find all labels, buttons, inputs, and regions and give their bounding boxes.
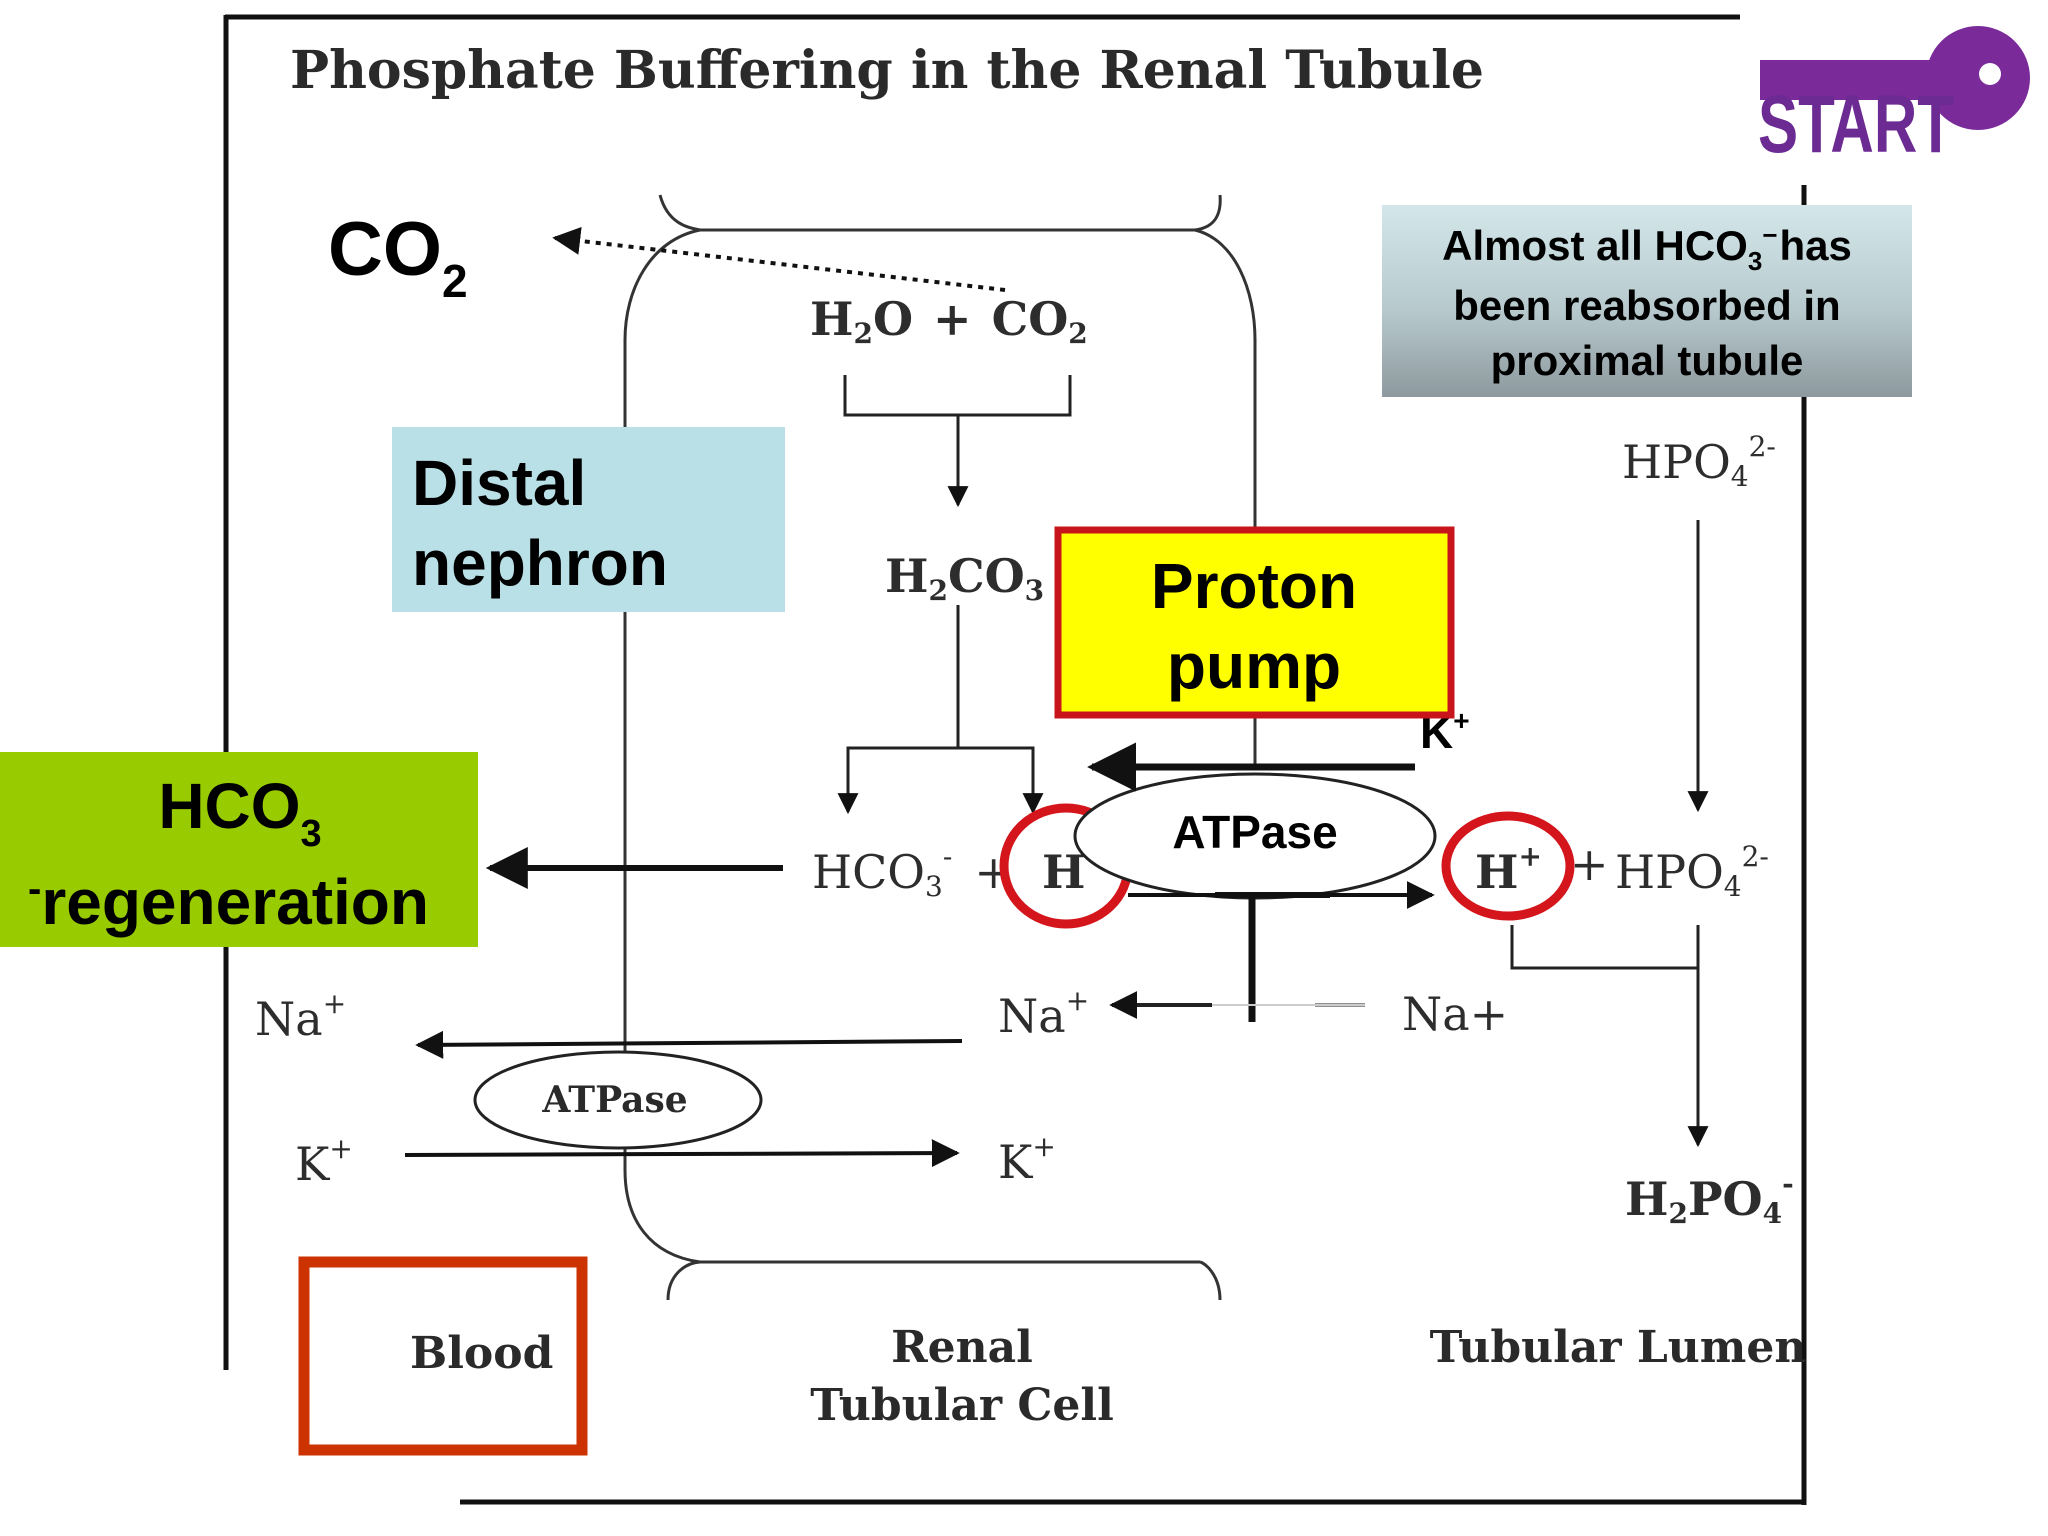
h2co3-label: H2CO3 [885, 549, 1044, 607]
k-blood-label: K+ [295, 1132, 353, 1191]
cell-top-brace [658, 194, 1222, 232]
cell-left-wall [623, 228, 701, 1264]
h-ion-lumen-highlight-circle [1441, 811, 1575, 921]
note-line-2: been reabsorbed in [1453, 282, 1840, 329]
renal-cell-label-line2: Tubular Cell [810, 1380, 1114, 1431]
h2po4-formation-arrow [1510, 925, 1709, 1148]
hco3-cell-label: HCO3-+ [812, 840, 1013, 903]
blood-label: Blood [410, 1328, 553, 1379]
renal-cell-label-line1: Renal [891, 1322, 1033, 1373]
note-box [1382, 205, 1912, 397]
hpo4-filtered-label: HPO42- [1622, 430, 1776, 493]
h-ion-lumen-label: H+ [1475, 840, 1542, 899]
k-cell-label: K+ [998, 1130, 1056, 1189]
na-cell-label: Na+ [998, 984, 1089, 1043]
proximal-tubule-note: Almost all HCO3−has been reabsorbed in p… [1382, 205, 1912, 397]
hpo4-lumen-label: HPO42- [1615, 840, 1769, 903]
proton-pump-callout: Proton pump [1054, 526, 1455, 719]
hco3-regeneration-callout: HCO3 -regeneration [0, 752, 478, 947]
distal-nephron-line-1: Distal [412, 447, 586, 519]
distal-nephron-callout: Distal nephron [392, 427, 785, 612]
note-line-1: Almost all HCO3−has [1442, 220, 1852, 276]
slide-frame [223, 14, 1807, 1505]
diagram-title: Phosphate Buffering in the Renal Tubule [290, 40, 1484, 101]
hco3-regeneration-box [0, 752, 478, 947]
distal-nephron-box [392, 427, 785, 612]
proton-pump-line-1: Proton [1151, 550, 1357, 622]
apical-atpase-label: ATPase [1172, 806, 1337, 858]
co2-label: CO2 [328, 207, 468, 307]
distal-nephron-line-2: nephron [412, 527, 668, 599]
na-lumen-label: Na+ [1402, 987, 1508, 1041]
cell-right-wall [1194, 228, 1257, 770]
h2co3-dissociation-arrows [837, 605, 1044, 815]
lumen-plus: + [1570, 837, 1609, 891]
k-to-cell-arrow [404, 1139, 960, 1168]
h2po4-label: H2PO4- [1625, 1167, 1794, 1230]
basolateral-atpase-ellipse [473, 1050, 763, 1150]
na-to-blood-arrow [415, 1030, 963, 1059]
renal-cell-outline [623, 194, 1257, 1301]
cell-bottom-brace [666, 1260, 1222, 1301]
key-icon [1760, 26, 2030, 130]
start-logo[interactable]: START [1758, 26, 2030, 170]
note-line-3: proximal tubule [1491, 337, 1804, 384]
h2o-co2-label: H2O+CO2 [810, 292, 1088, 350]
blood-highlight-box [298, 1256, 588, 1456]
hco3-regeneration-line-2: -regeneration [28, 866, 429, 938]
co2-diffusion-arrow [552, 226, 1006, 292]
proton-pump-box [1054, 526, 1455, 719]
proton-pump-line-2: pump [1167, 630, 1341, 702]
tubular-lumen-label: Tubular Lumen [1430, 1322, 1807, 1373]
basolateral-atpase-label: ATPase [541, 1079, 687, 1121]
hco3-regeneration-line-1: HCO3 [158, 770, 321, 855]
start-logo-text: START [1758, 79, 1954, 170]
h2co3-formation-arrow [843, 375, 1072, 508]
na-blood-label: Na+ [255, 987, 346, 1046]
